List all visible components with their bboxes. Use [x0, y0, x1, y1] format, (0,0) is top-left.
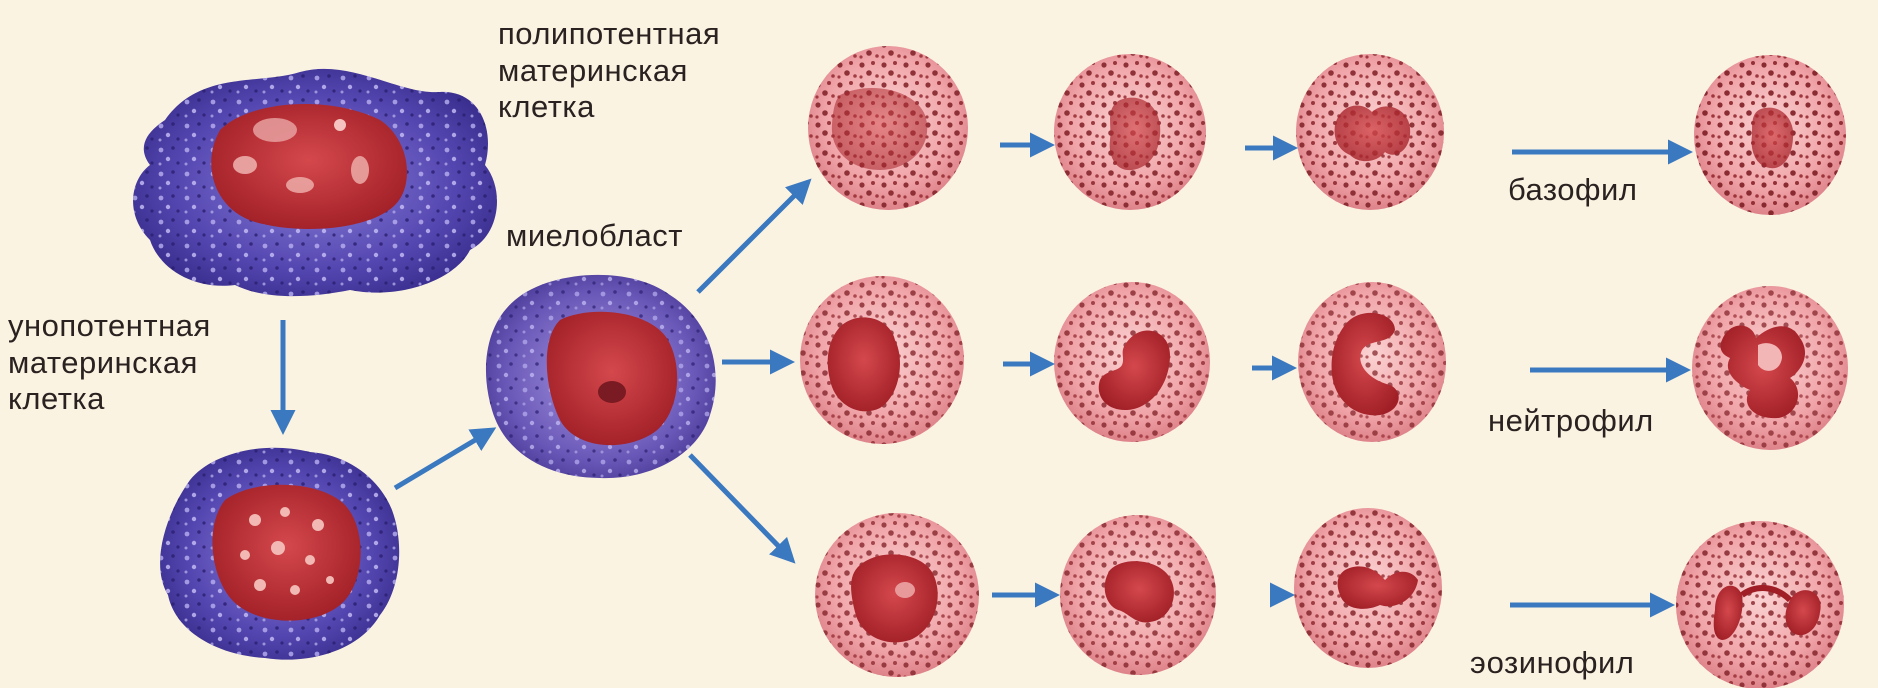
label-basophil: базофил — [1508, 172, 1637, 209]
mature-neutrophil — [1692, 286, 1848, 450]
mature-eosinophil — [1676, 521, 1844, 688]
basophil-row — [808, 46, 1846, 215]
arrow-myeloblast-to-eosinophil — [690, 455, 792, 560]
label-unipotent: унопотентная материнская клетка — [8, 308, 211, 418]
metamyelocyte-eosinophil — [1294, 508, 1442, 668]
neutrophil-row — [800, 276, 1848, 450]
myelocyte-eosinophil — [1060, 515, 1216, 675]
label-neutrophil: нейтрофил — [1488, 403, 1654, 440]
eosinophil-row — [815, 508, 1844, 688]
promyelocyte-eosinophil — [815, 513, 979, 677]
arrow-to-myeloblast — [395, 430, 492, 488]
band-neutrophil — [1298, 282, 1446, 442]
myeloblast-cell — [486, 275, 716, 478]
label-eosinophil: эозинофил — [1470, 645, 1634, 682]
metamyelocyte-basophil — [1296, 54, 1444, 210]
myelocyte-basophil — [1054, 54, 1206, 210]
promyelocyte-basophil — [808, 46, 968, 210]
polypotent-stem-cell — [133, 69, 497, 296]
mature-basophil — [1694, 55, 1846, 215]
label-myeloblast: миелобласт — [506, 218, 683, 255]
myelocyte-neutrophil — [1054, 282, 1210, 442]
arrow-myeloblast-to-basophil — [698, 182, 808, 292]
promyelocyte-neutrophil — [800, 276, 964, 444]
unipotent-stem-cell — [160, 448, 399, 660]
label-polypotent: полипотентная материнская клетка — [498, 16, 720, 126]
